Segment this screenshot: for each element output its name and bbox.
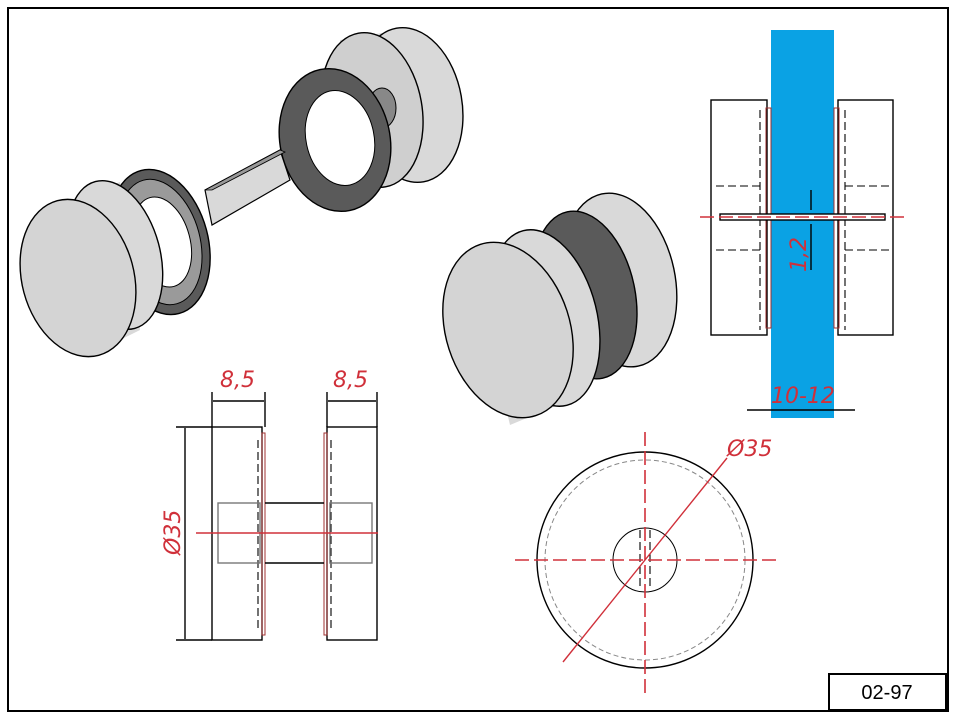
side-view: 8,5 8,5 Ø35 — [161, 368, 378, 641]
front-diameter-label: Ø35 — [726, 437, 772, 462]
front-view: Ø35 — [515, 432, 780, 695]
drawing-border — [7, 7, 949, 712]
glass-thickness-label: 10-12 — [771, 384, 835, 409]
glass-section-view: 1,2 10-12 — [700, 30, 905, 418]
assembled-view — [442, 192, 678, 425]
front-knob — [19, 179, 164, 358]
part-number: 02-97 — [861, 682, 912, 704]
connector-plate — [204, 149, 291, 226]
left-width-label: 8,5 — [220, 368, 255, 393]
right-width-label: 8,5 — [333, 368, 368, 393]
exploded-view — [19, 26, 464, 358]
gap-dimension-label: 1,2 — [787, 237, 812, 272]
side-diameter-label: Ø35 — [161, 510, 186, 556]
glass-panel — [771, 30, 834, 418]
title-block: 02-97 — [828, 673, 947, 711]
